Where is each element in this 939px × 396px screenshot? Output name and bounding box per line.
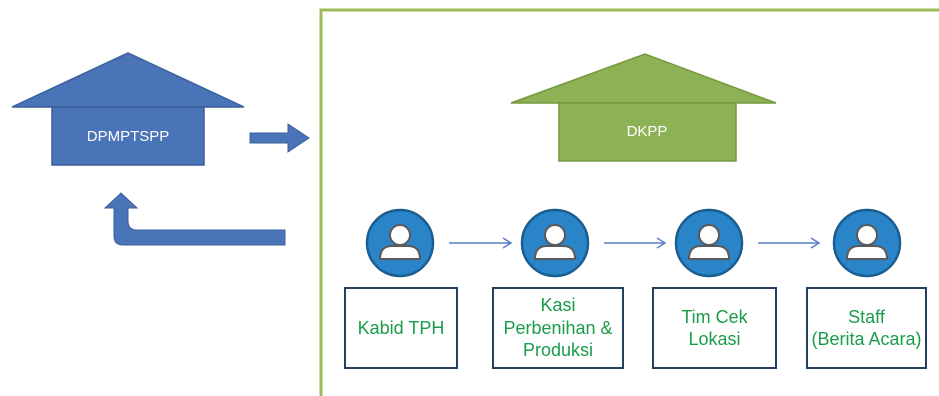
- user-icon: [674, 208, 744, 278]
- role-box-staff: Staff (Berita Acara): [806, 287, 927, 369]
- arrow-to-dkpp-icon: [249, 123, 310, 153]
- role-box-kabid-tph: Kabid TPH: [344, 287, 458, 369]
- role-label: Staff (Berita Acara): [811, 306, 922, 350]
- return-arrow-icon: [103, 192, 286, 246]
- role-label: Kabid TPH: [357, 317, 445, 338]
- dkpp-house-icon: DKPP: [510, 53, 777, 162]
- flow-arrow-icon: [758, 237, 821, 249]
- dkpp-frame: [319, 8, 939, 396]
- user-icon: [520, 208, 590, 278]
- flow-arrow-icon: [449, 237, 513, 249]
- dpmptspp-label: DPMPTSPP: [87, 128, 170, 145]
- dpmptspp-house-icon: DPMPTSPP: [11, 52, 245, 166]
- role-label: Kasi Perbenihan & Produksi: [503, 295, 613, 361]
- role-label: Tim Cek Lokasi: [681, 306, 748, 350]
- role-box-kasi-perbenihan: Kasi Perbenihan & Produksi: [492, 287, 624, 369]
- user-icon: [365, 208, 435, 278]
- user-icon: [832, 208, 902, 278]
- flow-arrow-icon: [604, 237, 667, 249]
- dkpp-label: DKPP: [627, 123, 668, 140]
- role-box-tim-cek-lokasi: Tim Cek Lokasi: [652, 287, 777, 369]
